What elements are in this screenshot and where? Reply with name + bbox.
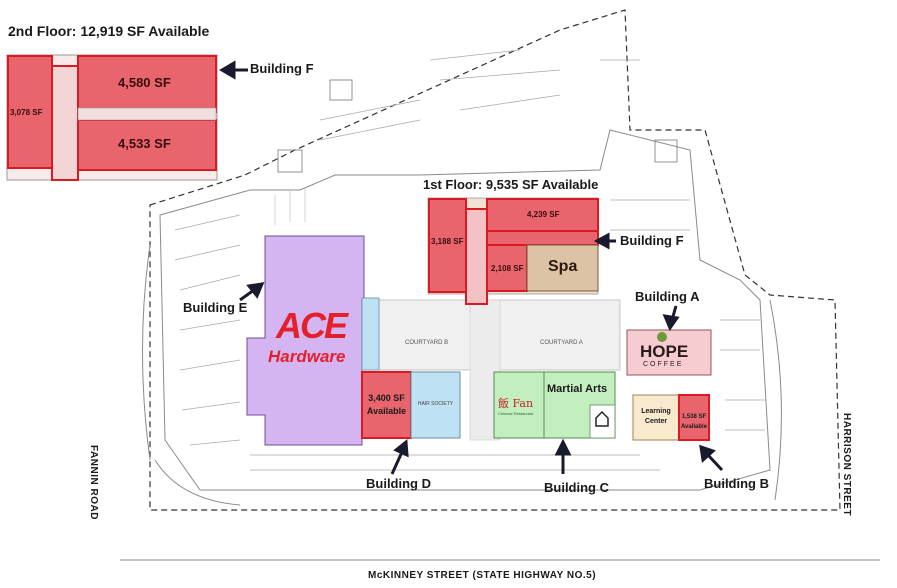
- dumpster-enclosure: [329, 79, 353, 101]
- arrow-building-f-top: [219, 60, 248, 80]
- parking-lot-outline: [159, 129, 771, 491]
- first-floor-space-2108-label: 2,108 SF: [491, 264, 524, 273]
- building-a-label: Building A: [635, 289, 700, 304]
- house-icon: [595, 410, 609, 427]
- building-b-label: Building B: [704, 476, 769, 491]
- building-c-small-unit: [589, 404, 616, 439]
- harrison-street-label: HARRISON STREET: [841, 413, 852, 517]
- ace-hardware-space: [246, 235, 365, 446]
- hair-society-space: [410, 371, 461, 439]
- second-floor-corridor: [77, 107, 217, 121]
- building-b-available-text: Available: [680, 424, 708, 430]
- first-floor-space-strip: [486, 230, 599, 246]
- arrow-building-f-mid: [593, 232, 616, 250]
- learning-center-space: [632, 394, 680, 441]
- building-e-label: Building E: [183, 300, 248, 315]
- ace-logo: ACE: [276, 305, 348, 346]
- parking-stalls: [274, 188, 306, 225]
- first-floor-space-3188-label: 3,188 SF: [431, 237, 464, 246]
- building-d-available-text: Available: [366, 406, 407, 416]
- coffee-cup-icon: [657, 332, 667, 342]
- building-d-available-sf: 3,400 SF: [368, 393, 405, 403]
- hope-coffee-logo: HOPE: [640, 342, 689, 361]
- drive-aisle: [610, 199, 765, 431]
- dumpster-enclosure: [654, 139, 678, 163]
- arrow-building-e: [239, 282, 265, 302]
- learning-center-label-1: Learning: [641, 408, 671, 415]
- drive-aisle: [250, 454, 660, 471]
- first-floor-core: [465, 208, 488, 305]
- mckinney-street-label: McKINNEY STREET (STATE HIGHWAY NO.5): [368, 570, 597, 581]
- building-c-label: Building C: [544, 480, 609, 495]
- second-floor-core: [51, 65, 79, 181]
- building-d-available-space: [361, 371, 412, 439]
- fan-restaurant-space: [493, 371, 545, 439]
- building-e-annex: [361, 297, 380, 371]
- building-d-label: Building D: [366, 476, 431, 491]
- second-floor-space-4533-label: 4,533 SF: [118, 136, 171, 151]
- arrow-building-a: [662, 305, 680, 332]
- road-curve: [769, 299, 782, 501]
- second-floor-title: 2nd Floor: 12,919 SF Available: [8, 23, 210, 39]
- arrow-building-c: [554, 438, 572, 474]
- first-floor-space-4239: [486, 198, 599, 232]
- first-floor-space-4239-label: 4,239 SF: [527, 210, 560, 219]
- building-f-label-mid: Building F: [620, 233, 684, 248]
- courtyard-b-label: COURTYARD B: [405, 340, 449, 346]
- arrow-building-d: [390, 439, 409, 475]
- first-floor-space-3188: [428, 198, 467, 293]
- second-floor-space-4580-label: 4,580 SF: [118, 75, 171, 90]
- spa-space: [526, 244, 599, 292]
- fan-restaurant-sub: Chinese Restaurant: [498, 411, 534, 416]
- hair-society-label: HAIR SOCIETY: [417, 401, 454, 407]
- second-floor-space-3078-label: 3,078 SF: [10, 108, 43, 117]
- first-floor-title: 1st Floor: 9,535 SF Available: [423, 177, 599, 192]
- fan-restaurant-logo: 飯 Fan: [498, 397, 534, 410]
- arrow-building-b: [699, 444, 724, 472]
- building-b-available-sf: 1,538 SF: [681, 414, 707, 420]
- spa-label: Spa: [548, 258, 578, 275]
- building-b-available-space: [678, 394, 710, 441]
- drive-aisle: [174, 214, 241, 446]
- first-floor-space-2108: [486, 244, 528, 292]
- learning-center-label-2: Center: [644, 418, 668, 425]
- courtyard-a-label: COURTYARD A: [540, 340, 583, 346]
- hope-coffee-space: [626, 329, 712, 376]
- road-curve: [142, 244, 241, 506]
- building-f-label-top: Building F: [250, 61, 314, 76]
- northern-lot-lines: [319, 49, 640, 141]
- dumpster-enclosure: [277, 149, 303, 173]
- hope-coffee-sub: COFFEE: [643, 361, 684, 368]
- ace-hardware-sub: Hardware: [268, 347, 346, 366]
- fannin-road-label: FANNIN ROAD: [88, 445, 99, 520]
- martial-arts-label: Martial Arts: [547, 383, 608, 395]
